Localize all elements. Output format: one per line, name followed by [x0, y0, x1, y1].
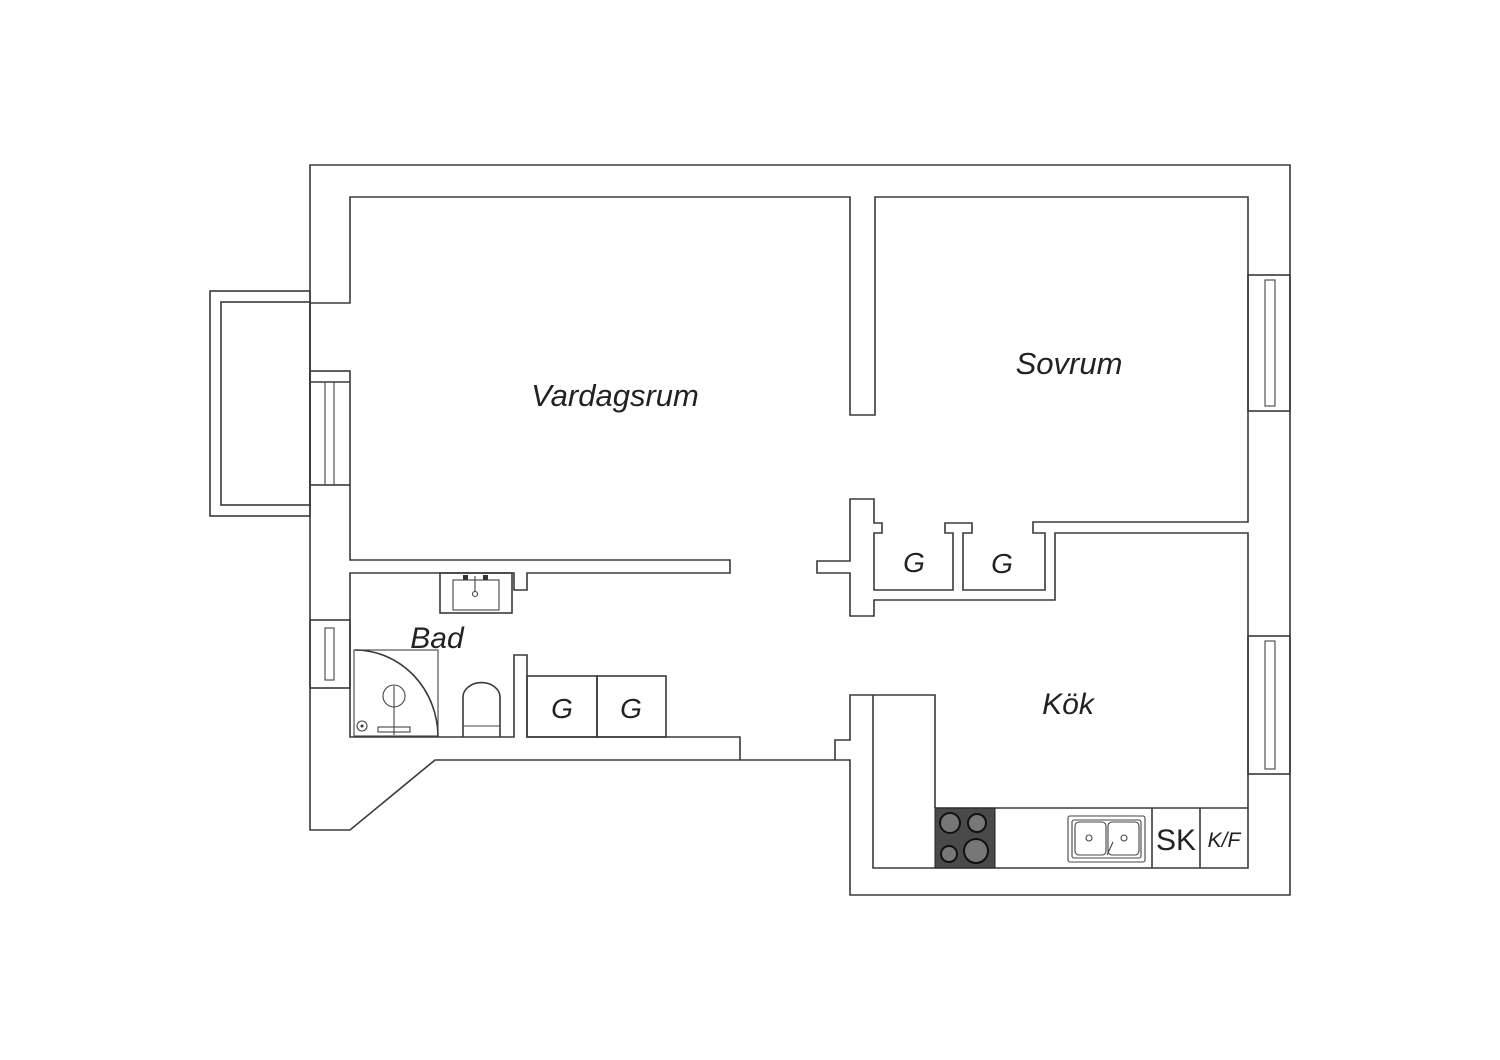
closet-label: G: [903, 547, 925, 578]
room-label-kitchen: Kök: [1042, 688, 1096, 721]
closet-label: G: [991, 548, 1013, 579]
room-label-bathroom: Bad: [410, 622, 465, 655]
shower: [353, 649, 439, 738]
kitchen-sink-icon: [1067, 815, 1146, 863]
balcony: [209, 290, 311, 517]
stove-icon: [934, 807, 996, 869]
window-kitchen: [1247, 635, 1291, 775]
cabinet-label: SK: [1156, 824, 1196, 857]
outer-wall: [309, 164, 1291, 896]
room-label-living-room: Vardagsrum: [531, 378, 699, 413]
room-label-bedroom: Sovrum: [1016, 346, 1123, 381]
window-living-room: [309, 370, 351, 486]
window-bathroom: [309, 619, 351, 689]
window-bedroom: [1247, 274, 1291, 412]
fridge-freezer-label: K/F: [1208, 829, 1242, 852]
toilet: [462, 681, 501, 737]
interior-walls: [310, 196, 1249, 869]
bath-closets: [526, 675, 667, 738]
bathroom-sink: [439, 572, 513, 614]
closet-label: G: [551, 693, 573, 724]
closet-label: G: [620, 693, 642, 724]
